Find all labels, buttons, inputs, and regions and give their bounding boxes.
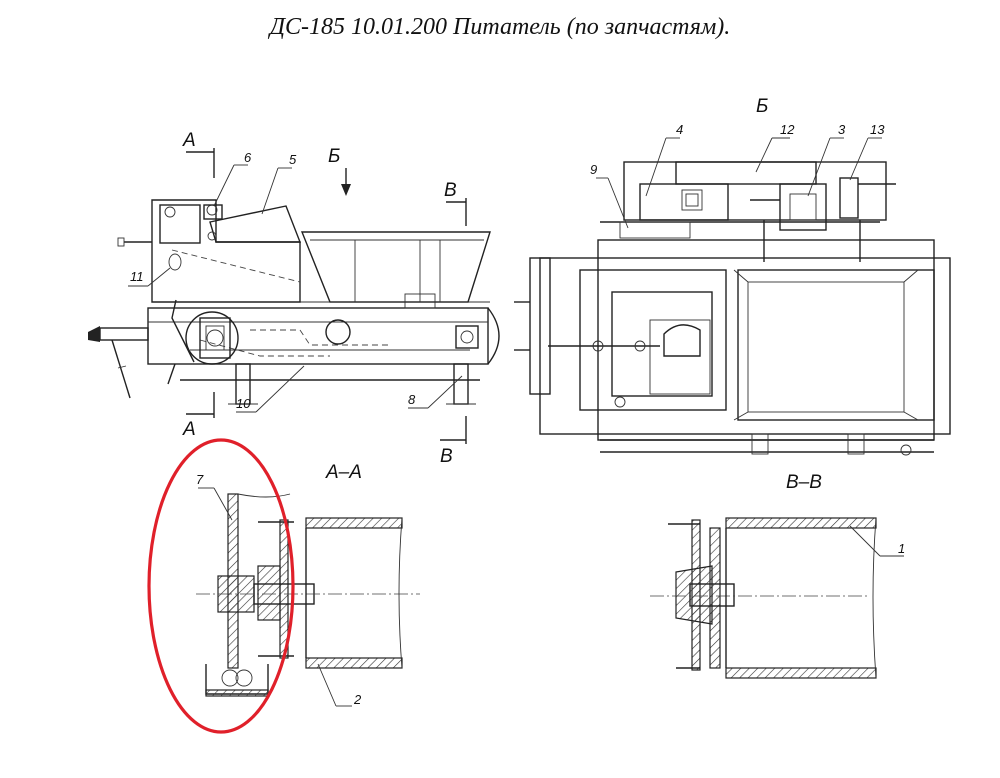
- label-a-bottom: А: [182, 419, 196, 440]
- section-mark-v-bottom: В: [440, 416, 467, 467]
- label-v-bottom: В: [440, 446, 453, 467]
- section-v-v: В–В 1: [650, 472, 905, 679]
- label-b-arrow: Б: [328, 146, 340, 167]
- part-label-2: 2: [353, 692, 362, 707]
- part-label-5: 5: [289, 152, 297, 167]
- highlight-ellipse: [147, 438, 295, 734]
- hopper: [300, 231, 491, 303]
- section-mark-v-top: В: [444, 180, 467, 226]
- part-label-10: 10: [236, 396, 251, 411]
- part-label-7: 7: [196, 472, 204, 487]
- bearing-unit: [675, 565, 713, 625]
- tail-pulley-cover: [487, 307, 500, 365]
- part-label-9: 9: [590, 162, 597, 177]
- side-view: А А Б В В: [88, 130, 500, 467]
- label-v-top: В: [444, 180, 457, 201]
- drawing-title: ДС-185 10.01.200 Питатель (по запчастям)…: [269, 14, 731, 40]
- feed-chute: [209, 205, 302, 243]
- view-title-b: Б: [756, 96, 768, 117]
- tail-drum: [725, 517, 877, 679]
- hopper-opening: [611, 291, 713, 397]
- inspection-port: [325, 319, 351, 345]
- part-label-8: 8: [408, 392, 416, 407]
- belt-section: [737, 269, 935, 421]
- section-mark-a-top: А: [182, 130, 215, 178]
- drive-pulley-bearing: [199, 317, 231, 359]
- drive-pulley: [185, 311, 239, 365]
- view-arrow-b: Б: [328, 146, 351, 196]
- part-label-6: 6: [244, 150, 252, 165]
- part-label-3: 3: [838, 122, 846, 137]
- label-a-top: А: [182, 130, 196, 151]
- part-label-1: 1: [898, 541, 905, 556]
- pulley-drum: [305, 517, 403, 669]
- support-leg-right: [453, 363, 469, 405]
- outer-frame: [539, 257, 951, 435]
- view-title-v-v: В–В: [786, 472, 822, 493]
- section-a-a: А–А 7 2: [196, 462, 420, 707]
- part-label-13: 13: [870, 122, 885, 137]
- gate-mechanism: [159, 204, 201, 244]
- gearbox: [639, 183, 729, 221]
- part-label-11: 11: [130, 269, 144, 284]
- view-title-a-a: А–А: [325, 462, 362, 483]
- top-view-b: Б: [514, 96, 951, 456]
- part-label-12: 12: [780, 122, 795, 137]
- motor: [779, 183, 827, 231]
- drive-housing: [623, 161, 887, 221]
- section-mark-a-bottom: А: [182, 392, 215, 440]
- part-label-4: 4: [676, 122, 683, 137]
